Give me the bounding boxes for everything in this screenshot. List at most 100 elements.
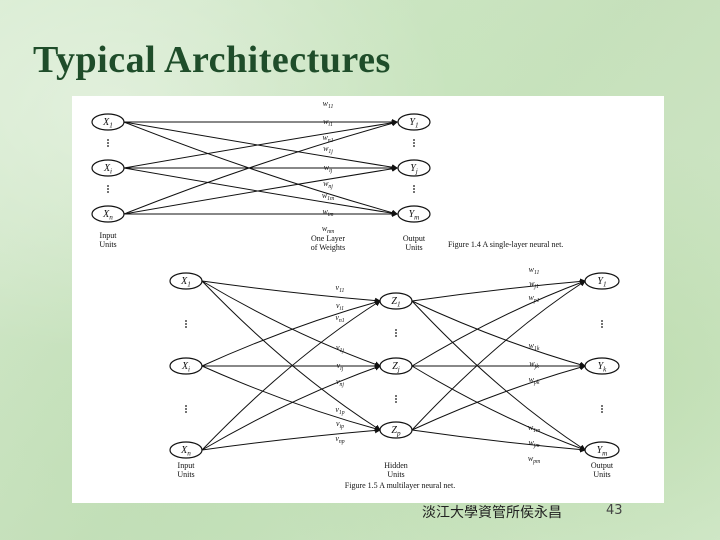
single-edge-2-1 (123, 119, 398, 169)
single-weight-label: w1m (322, 191, 334, 202)
multi-w-weight-label: wpm (528, 454, 540, 465)
multi-hidden-ellipsis-2-dot-2 (395, 398, 397, 400)
multi-w-edge-1-2 (411, 300, 586, 368)
multi-w-weight-label: wjm (528, 438, 539, 449)
multi-output-ellipsis-2-dot-2 (601, 408, 603, 410)
multi-output-node-1-label: Y1 (597, 276, 606, 289)
single-weight-label: wij (324, 163, 333, 174)
multi-output-units-label: Units (593, 470, 610, 479)
multi-w-weight-label: w1k (529, 341, 540, 352)
single-edge-1-3 (123, 121, 398, 216)
multi-output-ellipsis-2-dot-3 (601, 411, 603, 413)
multi-w-edge-3-1 (411, 280, 586, 431)
multi-hidden-ellipsis-2-dot-1 (395, 395, 397, 397)
single-output-node-3 (397, 205, 431, 223)
multi-hidden-node-1-label: Z1 (391, 296, 400, 309)
multi-output-node-2-label: Yk (598, 361, 608, 374)
multi-w-weight-label: wpk (529, 375, 540, 386)
single-output-node-2 (397, 159, 431, 177)
multi-hidden-node-2 (379, 357, 413, 375)
multi-caption: Figure 1.5 A multilayer neural net. (345, 481, 455, 490)
multi-w-edge-3-3 (411, 429, 586, 453)
single-edge-1-2 (123, 121, 398, 171)
single-caption: Figure 1.4 A single-layer neural net. (448, 240, 563, 249)
multi-hidden-units-label: Hidden (384, 461, 408, 470)
single-weight-label: wnm (322, 224, 334, 235)
single-edge-2-3 (123, 167, 398, 217)
single-output-ellipsis-1-dot-2 (413, 142, 415, 144)
page-number: 43 (606, 503, 623, 518)
single-output-units-label: Units (405, 243, 422, 252)
multi-w-weight-label: wp1 (528, 293, 539, 304)
multi-hidden-ellipsis-1-dot-3 (395, 335, 397, 337)
single-input-ellipsis-2-dot-3 (107, 191, 109, 193)
multi-v-weight-label: vnp (335, 434, 344, 445)
single-weight-label: w11 (323, 99, 334, 110)
multi-v-weight-label: v11 (336, 283, 345, 294)
multi-v-edge-3-3 (201, 427, 381, 451)
multi-w-weight-label: wj1 (529, 279, 539, 290)
multi-w-weight-label: w11 (529, 265, 540, 276)
single-input-node-2-label: Xi (103, 163, 112, 176)
multi-v-weight-label: vij (337, 361, 344, 372)
multi-input-ellipsis-2-dot-1 (185, 405, 187, 407)
multi-input-ellipsis-2-dot-3 (185, 411, 187, 413)
multi-input-node-2-label: Xi (181, 361, 190, 374)
multi-hidden-node-3 (379, 421, 413, 439)
single-weight-label: wim (322, 207, 333, 218)
single-output-ellipsis-1-dot-1 (413, 139, 415, 141)
single-input-node-2 (91, 159, 125, 177)
multi-output-ellipsis-2-dot-1 (601, 405, 603, 407)
multi-w-edge-1-1 (411, 278, 586, 302)
multi-input-node-3 (169, 441, 203, 459)
network-diagrams: w11wi1wn1w1jwijwnjw1mwimwnmX1XiXnY1YjYmI… (91, 99, 620, 490)
multi-input-ellipsis-1-dot-1 (185, 320, 187, 322)
multi-output-ellipsis-1-dot-1 (601, 320, 603, 322)
single-weight-label: wnj (323, 179, 333, 190)
slide-title: Typical Architectures (33, 39, 391, 81)
multi-hidden-node-3-label: Zp (391, 425, 401, 438)
single-weight-label: wn1 (322, 133, 333, 144)
multi-v-edge-3-1 (201, 300, 381, 451)
multi-input-units-label: Input (178, 461, 196, 470)
multi-w-weight-label: w1m (528, 423, 540, 434)
multi-input-node-2 (169, 357, 203, 375)
single-input-node-1 (91, 113, 125, 131)
multi-hidden-units-label: Units (387, 470, 404, 479)
multi-v-weight-label: v1j (336, 343, 344, 354)
multi-w-edge-1-3 (411, 300, 586, 451)
single-input-units-label: Input (100, 231, 118, 240)
single-output-ellipsis-1-dot-3 (413, 145, 415, 147)
multi-w-edge-2-1 (411, 279, 586, 367)
multi-input-ellipsis-2-dot-2 (185, 408, 187, 410)
single-input-ellipsis-2-dot-1 (107, 185, 109, 187)
footer-author: 淡江大學資管所侯永昌 (422, 505, 562, 521)
single-output-ellipsis-2-dot-1 (413, 185, 415, 187)
multi-v-weight-label: vip (336, 419, 344, 430)
multi-input-ellipsis-1-dot-3 (185, 326, 187, 328)
multi-v-edge-1-2 (201, 280, 381, 368)
multi-w-weight-label: wjk (529, 359, 539, 370)
single-weight-label: w1j (323, 144, 333, 155)
multi-v-edge-2-1 (201, 299, 381, 367)
multi-output-node-3 (584, 441, 620, 459)
multi-output-node-3-label: Ym (597, 445, 608, 458)
multi-input-node-1 (169, 272, 203, 290)
multi-input-units-label: Units (177, 470, 194, 479)
single-output-node-1-label: Y1 (409, 117, 418, 130)
multi-v-weight-label: vn1 (335, 313, 344, 324)
multi-output-node-1 (584, 272, 620, 290)
single-input-ellipsis-2-dot-2 (107, 188, 109, 190)
multi-output-units-label: Output (591, 461, 614, 470)
multi-hidden-ellipsis-1-dot-1 (395, 329, 397, 331)
multi-output-ellipsis-1-dot-3 (601, 326, 603, 328)
single-output-units-label: Output (403, 234, 426, 243)
multi-hidden-ellipsis-1-dot-2 (395, 332, 397, 334)
multi-output-node-2 (584, 357, 620, 375)
multi-v-edge-2-3 (201, 365, 381, 432)
multi-input-node-3-label: Xn (180, 445, 191, 458)
multi-input-ellipsis-1-dot-2 (185, 323, 187, 325)
multi-w-edge-3-2 (411, 364, 586, 431)
single-input-ellipsis-1-dot-3 (107, 145, 109, 147)
